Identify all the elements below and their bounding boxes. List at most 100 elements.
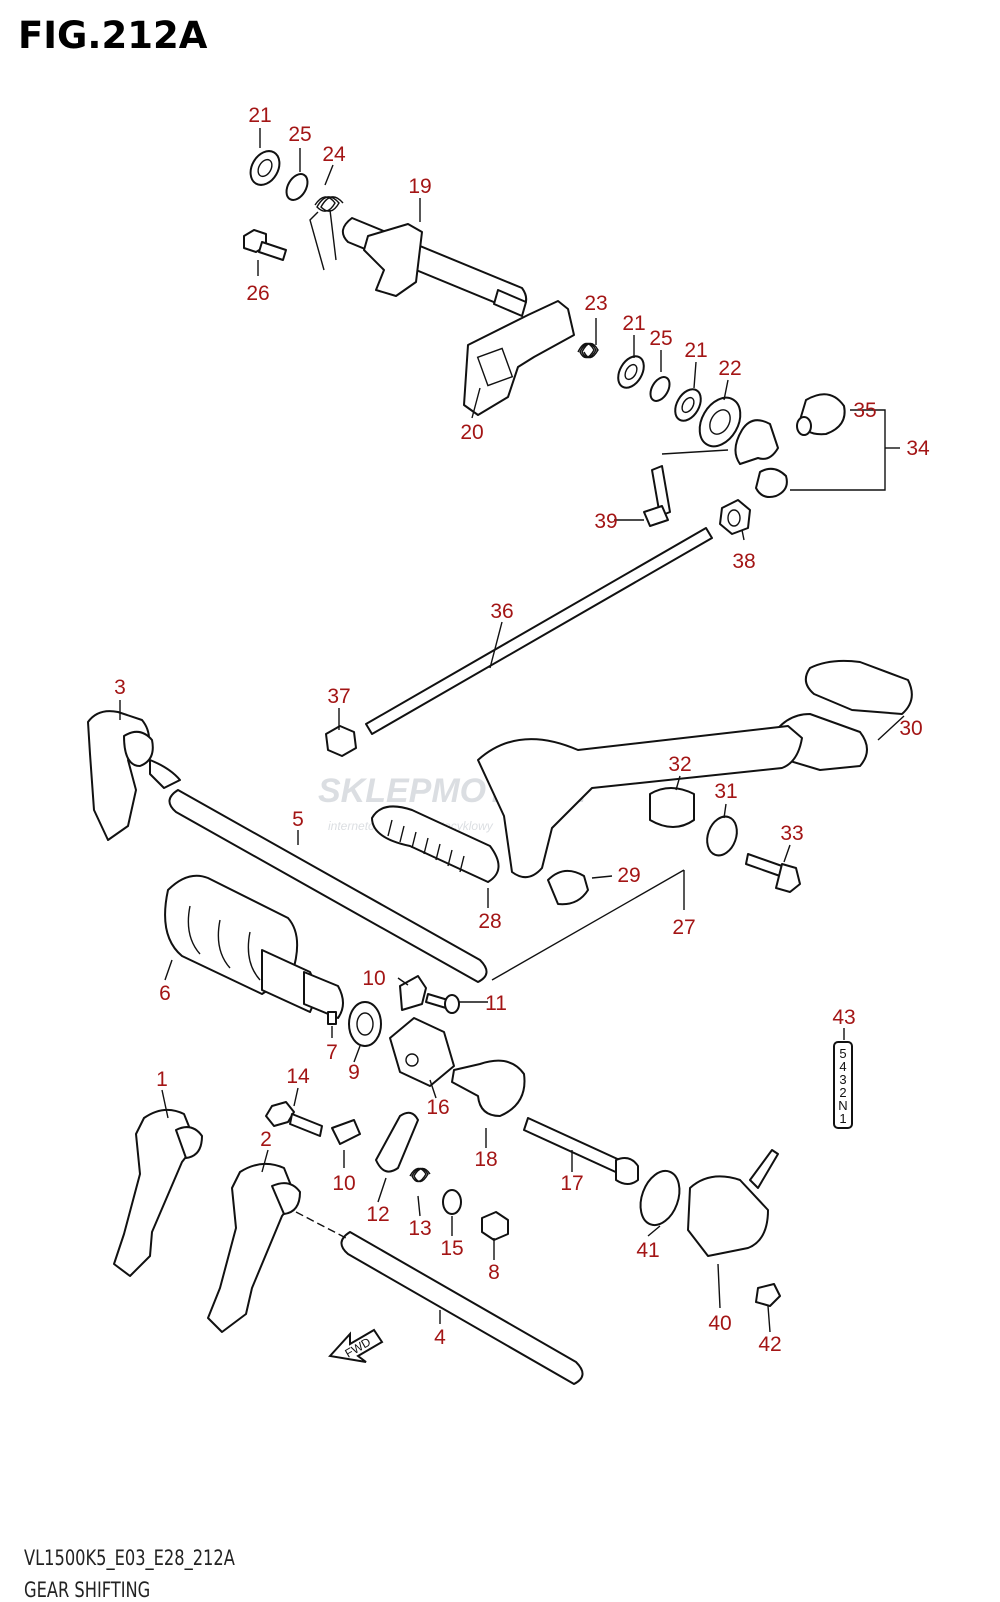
callout-34: 34 bbox=[906, 437, 930, 460]
callout-21-a: 21 bbox=[248, 104, 271, 127]
callout-21-c: 21 bbox=[684, 339, 707, 362]
callout-2: 2 bbox=[260, 1128, 272, 1151]
part-cap-29 bbox=[547, 869, 589, 906]
part-footpeg-28 bbox=[371, 805, 500, 883]
callout-29: 29 bbox=[617, 864, 640, 887]
callout-26: 26 bbox=[246, 282, 269, 305]
callout-41: 41 bbox=[636, 1239, 659, 1262]
callout-33: 33 bbox=[780, 822, 803, 845]
callout-3: 3 bbox=[114, 676, 126, 699]
gear-indicator-1: 1 bbox=[839, 1111, 846, 1126]
gear-indicator-n: N bbox=[838, 1098, 847, 1113]
part-shift-fork-3 bbox=[87, 710, 181, 841]
callout-37: 37 bbox=[327, 685, 350, 708]
callout-4: 4 bbox=[434, 1326, 446, 1349]
gear-indicator-43: 5 4 3 2 N 1 bbox=[833, 1041, 853, 1129]
part-plate-10-bottom bbox=[331, 1119, 361, 1145]
part-nut-38 bbox=[719, 499, 751, 535]
callout-28: 28 bbox=[478, 910, 501, 933]
gear-indicator-3: 3 bbox=[839, 1072, 846, 1087]
part-shift-rod-36 bbox=[365, 527, 713, 735]
callout-39: 39 bbox=[594, 510, 617, 533]
part-plate-10-top bbox=[399, 975, 427, 1011]
part-bolt-33 bbox=[745, 853, 801, 893]
part-washer-15 bbox=[442, 1189, 462, 1215]
callouts: 21 25 24 19 26 23 21 25 21 22 35 34 20 3… bbox=[114, 104, 930, 1356]
callout-25-b: 25 bbox=[649, 327, 672, 350]
part-bolt-14 bbox=[265, 1101, 323, 1137]
part-fork-shaft-5 bbox=[168, 789, 488, 983]
gear-indicator-4: 4 bbox=[839, 1059, 846, 1074]
fwd-arrow: FWD bbox=[328, 1328, 384, 1363]
part-bolt-39 bbox=[643, 449, 729, 527]
part-spring-23 bbox=[577, 342, 599, 359]
part-shift-cam-16 bbox=[389, 1017, 455, 1087]
part-shift-lever-27 bbox=[477, 725, 803, 879]
part-shift-drum-6 bbox=[164, 874, 344, 1019]
part-nut-37 bbox=[325, 725, 357, 757]
part-spring-24 bbox=[309, 196, 344, 271]
callout-14: 14 bbox=[286, 1065, 310, 1088]
part-bolt-26 bbox=[243, 229, 287, 261]
part-bearing-9 bbox=[348, 1001, 382, 1047]
callout-38: 38 bbox=[732, 550, 755, 573]
part-bolt-17 bbox=[523, 1117, 639, 1185]
part-nut-8 bbox=[481, 1211, 509, 1241]
callout-25-a: 25 bbox=[288, 123, 311, 146]
callout-20: 20 bbox=[460, 421, 483, 444]
section-name: GEAR SHIFTING bbox=[24, 1578, 151, 1602]
part-bolt-42 bbox=[755, 1283, 781, 1307]
part-shift-shaft-19 bbox=[341, 217, 528, 317]
callout-18: 18 bbox=[474, 1148, 497, 1171]
part-tie-rod-end-34 bbox=[734, 419, 788, 498]
part-bearing-22 bbox=[698, 396, 742, 448]
callout-8: 8 bbox=[488, 1261, 500, 1284]
part-boot-35 bbox=[796, 393, 846, 436]
figure-title: FIG.212A bbox=[18, 14, 208, 57]
bracket-27 bbox=[491, 869, 685, 981]
part-collar-32 bbox=[649, 787, 695, 828]
callout-15: 15 bbox=[440, 1237, 463, 1260]
part-washer-21-top bbox=[249, 150, 281, 186]
part-circlip-25-top bbox=[285, 173, 309, 201]
callout-40: 40 bbox=[708, 1312, 731, 1335]
callout-23: 23 bbox=[584, 292, 607, 315]
part-o-ring-41 bbox=[639, 1169, 681, 1227]
bracket-34 bbox=[790, 409, 900, 491]
part-fork-shaft-4 bbox=[295, 1211, 584, 1385]
callout-27: 27 bbox=[672, 916, 695, 939]
part-spring-13 bbox=[409, 1167, 431, 1183]
part-pin-7 bbox=[327, 1011, 337, 1025]
part-washer-21-mid-a bbox=[617, 355, 645, 389]
callout-5: 5 bbox=[292, 808, 304, 831]
part-washer-21-mid-b bbox=[674, 388, 702, 422]
part-shift-fork-2 bbox=[207, 1162, 301, 1333]
callout-13: 13 bbox=[408, 1217, 431, 1240]
callout-12: 12 bbox=[366, 1203, 389, 1226]
model-code: VL1500K5_E03_E28_212A bbox=[24, 1546, 235, 1570]
callout-21-b: 21 bbox=[622, 312, 645, 335]
callout-36: 36 bbox=[490, 600, 513, 623]
callout-19: 19 bbox=[408, 175, 431, 198]
part-neutral-switch-18 bbox=[451, 1059, 526, 1117]
callout-10-b: 10 bbox=[332, 1172, 355, 1195]
part-screw-11 bbox=[425, 993, 460, 1014]
callout-11: 11 bbox=[485, 992, 507, 1015]
part-circlip-25-mid bbox=[649, 376, 671, 402]
leader-lines bbox=[119, 128, 905, 1333]
callout-30: 30 bbox=[899, 717, 922, 740]
callout-6: 6 bbox=[159, 982, 171, 1005]
callout-1: 1 bbox=[156, 1068, 168, 1091]
callout-35: 35 bbox=[853, 399, 876, 422]
callout-42: 42 bbox=[758, 1333, 781, 1356]
callout-22: 22 bbox=[718, 357, 741, 380]
callout-16: 16 bbox=[426, 1096, 449, 1119]
part-washer-31 bbox=[706, 815, 738, 857]
callout-24: 24 bbox=[322, 143, 346, 166]
callout-32: 32 bbox=[668, 753, 691, 776]
part-shift-arm-20 bbox=[463, 300, 575, 416]
part-position-sensor-40 bbox=[687, 1149, 779, 1257]
gear-indicator-2: 2 bbox=[839, 1085, 846, 1100]
part-shift-fork-1 bbox=[113, 1108, 203, 1277]
